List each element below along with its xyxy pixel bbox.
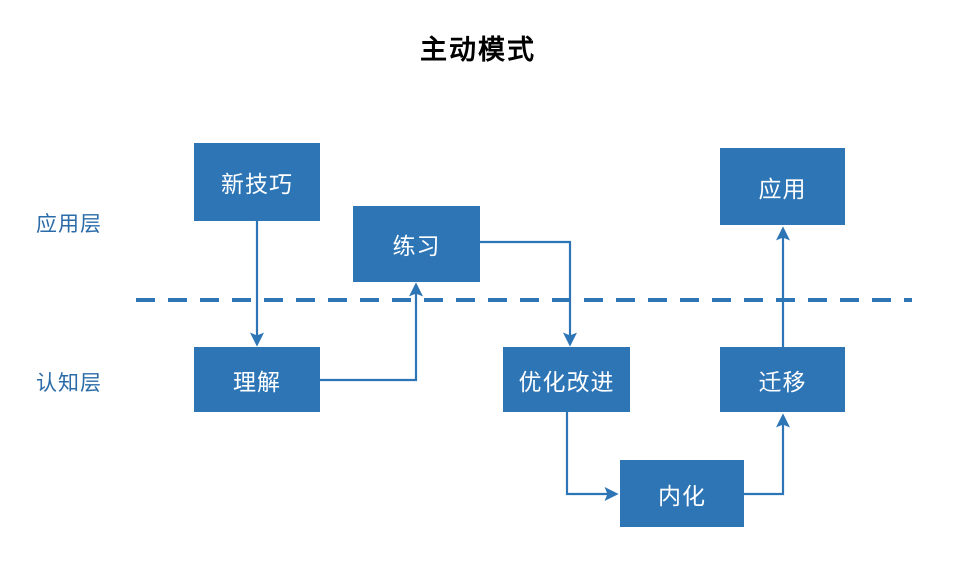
node-understand[interactable]: 理解 [194, 347, 320, 412]
page-title: 主动模式 [420, 35, 536, 66]
node-transfer[interactable]: 迁移 [720, 347, 845, 412]
node-optimize[interactable]: 优化改进 [503, 347, 630, 412]
node-understand-label: 理解 [233, 369, 281, 396]
node-new-skill[interactable]: 新技巧 [194, 143, 320, 221]
node-internalize[interactable]: 内化 [620, 460, 744, 527]
connector-optimize-to-internalize [565, 412, 619, 502]
connector-practice-to-optimize [480, 240, 578, 347]
node-internalize-label: 内化 [658, 483, 706, 510]
node-transfer-label: 迁移 [758, 369, 807, 396]
node-new-skill-label: 新技巧 [221, 172, 293, 198]
node-application[interactable]: 应用 [720, 148, 845, 225]
node-practice-label: 练习 [392, 234, 441, 260]
node-application-label: 应用 [758, 176, 807, 203]
layer-label-cognitive: 认知层 [36, 371, 102, 395]
node-practice[interactable]: 练习 [353, 206, 480, 282]
connector-internalize-to-transfer [744, 413, 791, 496]
connector-understand-to-practice [320, 282, 424, 382]
layer-label-application: 应用层 [36, 212, 102, 236]
node-optimize-label: 优化改进 [518, 369, 615, 396]
